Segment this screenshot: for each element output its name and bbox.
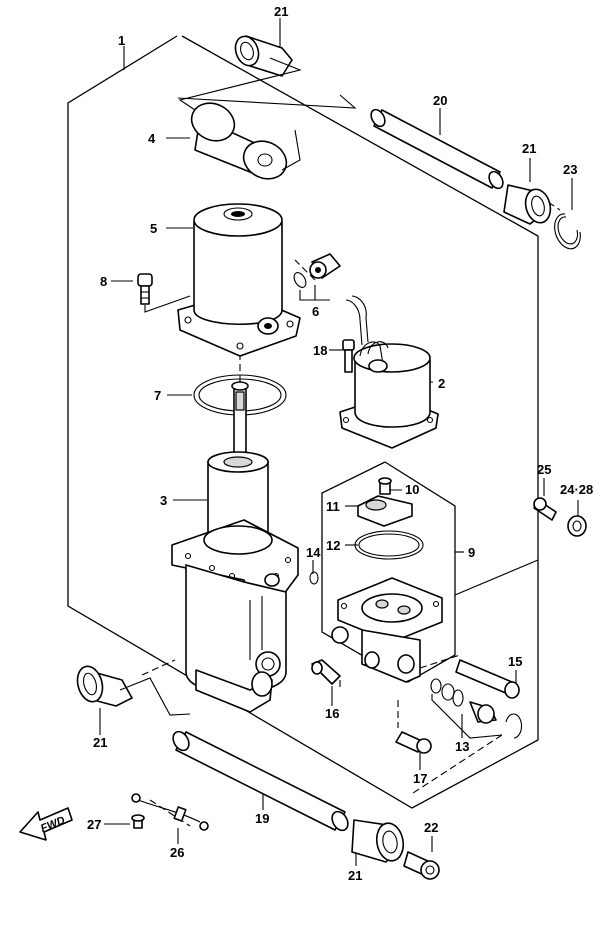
manifold-9 (331, 577, 443, 683)
callout-4: 4 (148, 131, 156, 146)
plug-6 (293, 253, 341, 301)
tilt-motor-2 (339, 295, 439, 449)
callout-12: 12 (326, 538, 340, 553)
callout-21-bottom: 21 (348, 868, 362, 883)
callout-5: 5 (150, 221, 157, 236)
shaft-19 (172, 730, 349, 832)
screw-27 (131, 814, 145, 829)
bushing-21-left-connector (119, 677, 191, 716)
callout-26: 26 (170, 845, 184, 860)
callout-23: 23 (563, 162, 577, 177)
callout-24-28: 24·28 (560, 482, 593, 497)
bushing-21-bottom (351, 819, 405, 863)
callout-11: 11 (326, 499, 340, 514)
cylinder-3 (171, 381, 299, 713)
valve-plate-11 (357, 495, 413, 527)
callout-27: 27 (87, 817, 101, 832)
callout-20: 20 (433, 93, 447, 108)
bolt-22 (403, 851, 440, 880)
bolt-18 (342, 339, 355, 373)
callout-21-right: 21 (522, 141, 536, 156)
callout-7: 7 (154, 388, 161, 403)
shaft-20 (370, 108, 504, 190)
callout-8: 8 (100, 274, 107, 289)
bushing-21-top (234, 35, 293, 77)
bolt-17 (395, 731, 432, 754)
bolt-8 (137, 273, 191, 313)
callouts: 1 2 3 4 5 6 7 8 9 10 11 12 13 14 15 16 1… (87, 4, 593, 883)
callout-15: 15 (508, 654, 522, 669)
callout-2: 2 (438, 376, 445, 391)
bushing-21-left (76, 665, 133, 707)
shaft-20-connector (177, 94, 357, 109)
bushing-21-right (503, 184, 552, 225)
ground-wire-26 (131, 793, 209, 831)
callout-19: 19 (255, 811, 269, 826)
callout-17: 17 (413, 771, 427, 786)
callout-9: 9 (468, 545, 475, 560)
forward-arrow-icon: FWD (19, 807, 73, 841)
bolt-25 (533, 497, 557, 521)
snap-ring-23 (554, 213, 581, 250)
motor-housing-5 (177, 203, 301, 357)
ring-14 (309, 571, 319, 585)
o-ring-12 (354, 530, 424, 560)
bolt-15 (455, 659, 520, 699)
callout-21-left: 21 (93, 735, 107, 750)
callout-6: 6 (312, 304, 319, 319)
plug-set-13 (430, 678, 523, 739)
bolt-16 (311, 659, 341, 685)
bushing-21-top-connector (178, 57, 302, 111)
fwd-label: FWD (39, 814, 67, 835)
callout-16: 16 (325, 706, 339, 721)
nut-24-28 (567, 515, 587, 537)
callout-14: 14 (306, 545, 321, 560)
leader-lines (99, 18, 579, 866)
callout-21-top: 21 (274, 4, 288, 19)
callout-18: 18 (313, 343, 327, 358)
callout-10: 10 (405, 482, 419, 497)
callout-3: 3 (160, 493, 167, 508)
callout-1: 1 (118, 33, 125, 48)
callout-25: 25 (537, 462, 551, 477)
valve-10 (378, 477, 392, 495)
assembly-frame (67, 35, 539, 809)
reservoir-4 (190, 102, 301, 180)
callout-22: 22 (424, 820, 438, 835)
callout-13: 13 (455, 739, 469, 754)
